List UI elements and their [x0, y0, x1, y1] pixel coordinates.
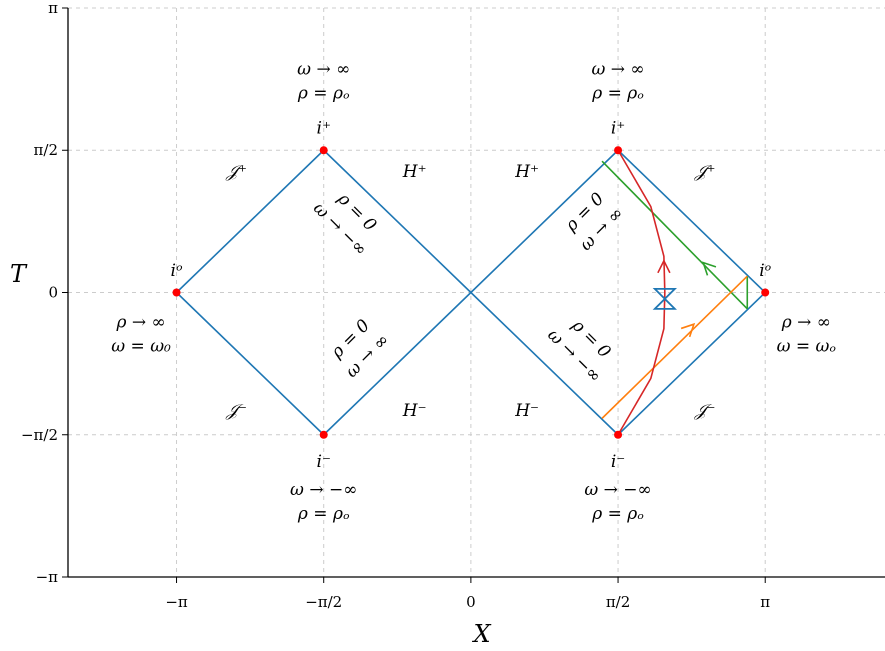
annotation-text: i⁺: [611, 119, 625, 139]
x-tick-label: −π: [165, 593, 188, 611]
annotation: 𝒥⁻: [694, 401, 716, 421]
y-tick-label: π: [48, 0, 58, 17]
trajectory-curve: [617, 149, 666, 436]
annotation: iᵒ: [171, 261, 183, 281]
annotation-text: ρ → ∞: [115, 312, 165, 332]
annotation: 𝒥⁺: [694, 162, 716, 182]
annotation: iᵒ: [759, 261, 771, 281]
y-axis-label: T: [10, 260, 28, 288]
arrow-chevron: [701, 261, 717, 276]
y-tick-label: 0: [48, 284, 58, 302]
annotation-text: ω = ωₒ: [777, 336, 837, 356]
annotation: ρ = 0ω → ∞: [327, 316, 394, 382]
bowtie-marker: [652, 287, 677, 310]
arrow-chevron: [657, 259, 671, 274]
axes-layer: X T −π −π/2 0 π/2 π −π −π/2 0 π/2 π: [10, 0, 885, 648]
marker-layer: [172, 146, 770, 439]
x-tick-label: −π/2: [305, 593, 342, 611]
annotation-text: ω → ∞: [592, 60, 645, 80]
annotation: ρ = 0ω → −∞: [543, 315, 614, 387]
annotation-text: 𝒥⁻: [225, 401, 247, 421]
y-tick-label: π/2: [34, 141, 58, 159]
data-point: [319, 146, 328, 155]
annotation-text: iᵒ: [759, 261, 771, 281]
annotation: ρ → ∞ ω = ω₀: [111, 312, 171, 356]
y-tick-label: −π/2: [21, 426, 58, 444]
annotation-text: ρ = ρₒ: [591, 84, 644, 104]
series-line: [601, 160, 748, 310]
annotation: ω → ∞ ρ = ρₒ: [591, 60, 644, 104]
annotation: 𝒥⁻: [225, 401, 247, 421]
x-axis-label: X: [471, 620, 491, 648]
annotation-text: ρ = ρₒ: [591, 504, 644, 524]
annotation: 𝒥⁺: [225, 162, 247, 182]
data-point: [319, 430, 328, 439]
annotation-text: i⁺: [316, 119, 330, 139]
annotation-text: iᵒ: [171, 261, 183, 281]
annotation-text: i⁻: [316, 452, 330, 472]
series-layer: [175, 149, 767, 436]
data-point: [761, 288, 770, 297]
x-tick-label: π/2: [606, 593, 630, 611]
annotation-text: i⁻: [611, 452, 625, 472]
annotation: i⁻: [611, 452, 625, 472]
arrow-head: [680, 322, 696, 338]
annotation-text: ρ → ∞: [781, 312, 831, 332]
data-point: [614, 430, 623, 439]
annotation-layer: ω → ∞ ρ = ρₒ ω → ∞ ρ = ρₒ i⁺ i⁺ i⁻ i⁻ ω → −∞ ρ = …: [111, 60, 836, 524]
annotation: ω → ∞ ρ = ρₒ: [297, 60, 350, 104]
annotation: ρ = 0ω → −∞: [309, 188, 380, 260]
x-tick-label: 0: [466, 593, 476, 611]
x-tick-label: π: [760, 593, 770, 611]
annotation-text: H⁻: [514, 401, 539, 421]
annotation-text: ω → −∞: [290, 480, 357, 500]
y-tick-label: −π: [36, 568, 59, 586]
annotation: H⁺: [402, 162, 427, 182]
annotation: ρ → ∞ ω = ωₒ: [777, 312, 837, 356]
annotation-text: H⁺: [402, 162, 427, 182]
annotation-text: ρ = ρₒ: [297, 84, 350, 104]
annotation-text: 𝒥⁻: [694, 401, 716, 421]
annotation-text: H⁻: [402, 401, 427, 421]
annotation-text: 𝒥⁺: [694, 162, 716, 182]
series-line: [601, 275, 748, 419]
data-point: [172, 288, 181, 297]
annotation-text: ω → −∞: [584, 480, 651, 500]
arrow-head: [657, 259, 671, 274]
arrow-head: [701, 261, 717, 276]
annotation: H⁺: [514, 162, 539, 182]
annotation-text: H⁺: [514, 162, 539, 182]
annotation: H⁻: [514, 401, 539, 421]
annotation: H⁻: [402, 401, 427, 421]
annotation-text: 𝒥⁺: [225, 162, 247, 182]
annotation: i⁺: [316, 119, 330, 139]
annotation-text: ρ = ρₒ: [297, 504, 350, 524]
annotation: ω → −∞ ρ = ρₒ: [584, 480, 651, 524]
annotation: i⁺: [611, 119, 625, 139]
arrow-chevron: [680, 322, 696, 338]
annotation: ω → −∞ ρ = ρₒ: [290, 480, 357, 524]
data-point: [614, 146, 623, 155]
annotation-text: ω → ∞: [297, 60, 350, 80]
annotation-text: ω = ω₀: [111, 336, 171, 356]
annotation: i⁻: [316, 452, 330, 472]
